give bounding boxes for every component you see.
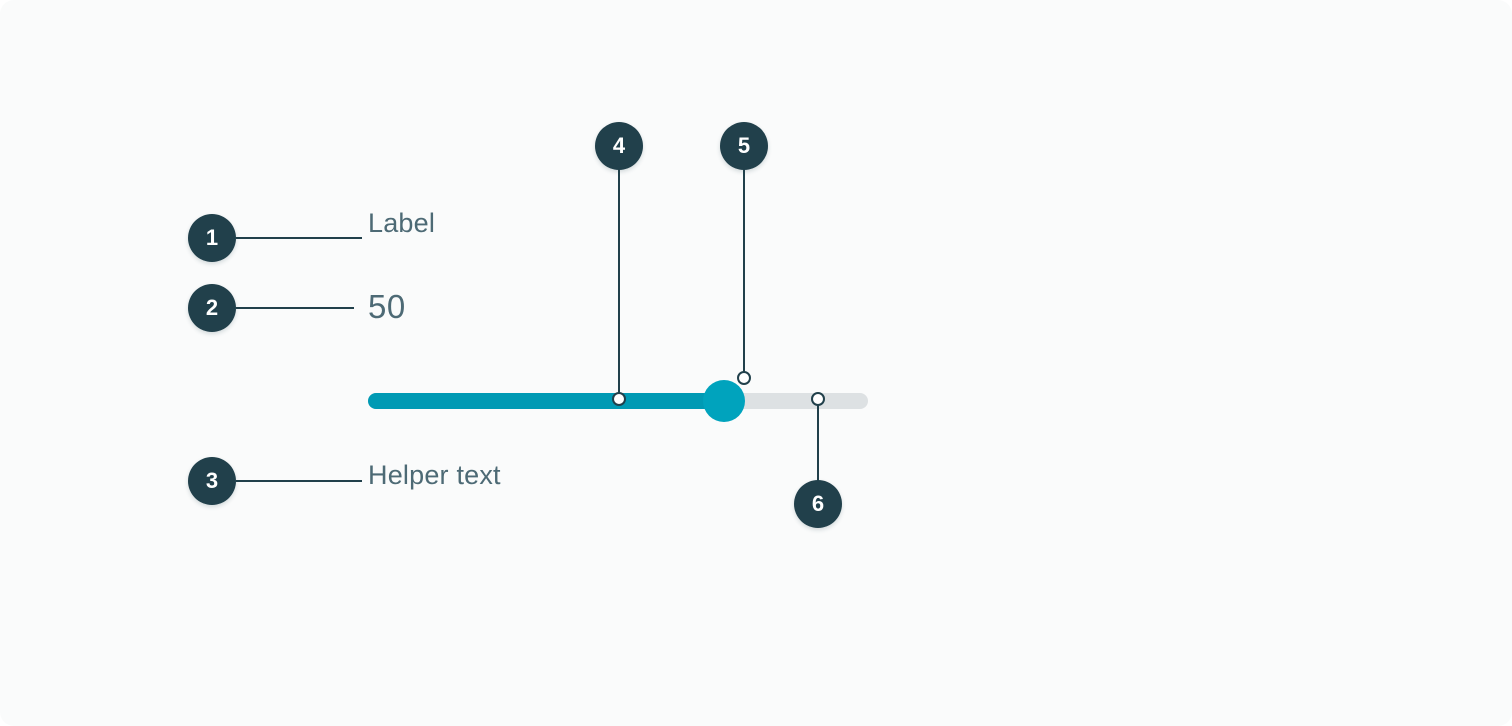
slider-value: 50: [368, 288, 406, 325]
slider-thumb[interactable]: [703, 380, 745, 422]
annotation-marker-6[interactable]: 6: [794, 480, 842, 528]
annotation-marker-5[interactable]: 5: [720, 122, 768, 170]
annotation-marker-3[interactable]: 3: [188, 457, 236, 505]
slider-track-filled[interactable]: [368, 393, 724, 409]
connector-line-3: [236, 480, 362, 482]
slider-label: Label: [368, 208, 436, 238]
annotation-marker-2[interactable]: 2: [188, 284, 236, 332]
connector-dot-6: [811, 392, 825, 406]
connector-dot-5: [737, 371, 751, 385]
connector-dot-4: [612, 392, 626, 406]
connector-line-6: [817, 399, 819, 504]
slider-helper-text: Helper text: [368, 460, 501, 490]
connector-line-1: [236, 237, 362, 239]
annotation-marker-1[interactable]: 1: [188, 214, 236, 262]
annotation-marker-4[interactable]: 4: [595, 122, 643, 170]
connector-line-5: [743, 168, 745, 378]
connector-line-4: [618, 168, 620, 399]
connector-line-2: [236, 307, 354, 309]
